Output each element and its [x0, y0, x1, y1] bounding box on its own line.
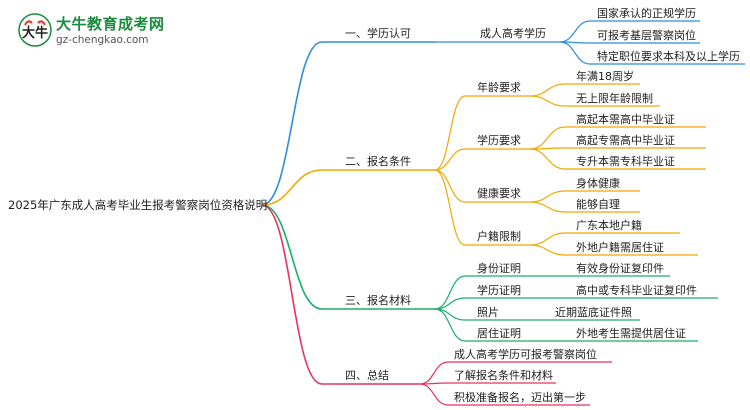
leaf-healthy: 身体健康: [576, 177, 620, 190]
group-photo: 照片: [477, 306, 499, 319]
branch-academic-recognition: 一、学历认可: [345, 27, 411, 40]
leaf-diploma-copy: 高中或专科毕业证复印件: [576, 284, 697, 297]
group-degree-proof: 学历证明: [477, 284, 521, 297]
brand-title: 大牛教育成考网: [56, 15, 165, 33]
connector-group-b3-1: [434, 275, 466, 310]
connector-leaf-b2-2-3: [529, 148, 566, 170]
connector-leaf-b2-4-2: [529, 244, 566, 256]
connector-group-b2-3: [434, 169, 466, 203]
leaf-self-care: 能够自理: [576, 198, 620, 211]
connector-root-branch-2: [261, 169, 323, 206]
connector-leaf-b4-1: [419, 361, 449, 385]
connector-group-b2-2: [434, 148, 466, 171]
connector-leaf-b1-3: [559, 41, 591, 65]
leaf-age-18: 年满18周岁: [576, 70, 634, 83]
brand-logo: 大牛 大牛教育成考网 gz-chengkao.com: [18, 13, 203, 53]
leaf-grassroots-police: 可报考基层警察岗位: [597, 29, 696, 42]
mindmap-root: 2025年广东成人高考毕业生报考警察岗位资格说明: [8, 198, 268, 212]
connector-leaf-b2-2-1: [529, 126, 566, 150]
branch-materials: 三、报名材料: [345, 294, 411, 307]
connector-group-b2-1: [434, 95, 466, 171]
connector-leaf-b2-1-2: [529, 95, 566, 107]
leaf-residence-permit: 外地户籍需居住证: [576, 241, 664, 254]
leaf-blue-photo: 近期蓝底证件照: [555, 306, 632, 319]
connector-group-b3-4: [434, 308, 466, 342]
connector-root-branch-4: [261, 204, 323, 385]
connector-leaf-b2-4-1: [529, 232, 566, 246]
leaf-summary-eligible: 成人高考学历可报考警察岗位: [454, 348, 597, 361]
leaf-bachelor-required: 特定职位要求本科及以上学历: [597, 50, 740, 63]
group-identity-proof: 身份证明: [477, 262, 521, 275]
group-health: 健康要求: [477, 187, 521, 200]
group-adult-exam-degree: 成人高考学历: [480, 27, 546, 40]
leaf-id-copy: 有效身份证复印件: [576, 262, 664, 275]
leaf-summary-understand: 了解报名条件和材料: [454, 369, 553, 382]
connector-root-branch-3: [261, 204, 323, 310]
leaf-gqz-highschool: 高起专需高中毕业证: [576, 134, 675, 147]
leaf-gqb-highschool: 高起本需高中毕业证: [576, 113, 675, 126]
group-age: 年龄要求: [477, 81, 521, 94]
group-education: 学历要求: [477, 134, 521, 147]
group-residence-proof: 居住证明: [477, 327, 521, 340]
leaf-zsb-college: 专升本需专科毕业证: [576, 155, 675, 168]
branch-summary: 四、总结: [345, 369, 389, 382]
branch-eligibility: 二、报名条件: [345, 155, 411, 168]
connector-root-branch-1: [261, 41, 323, 206]
leaf-provide-residence: 外地考生需提供居住证: [576, 327, 686, 340]
leaf-no-age-limit: 无上限年龄限制: [576, 92, 653, 105]
leaf-local-hukou: 广东本地户籍: [576, 219, 642, 232]
brand-url: gz-chengkao.com: [56, 34, 149, 46]
connector-leaf-b4-3: [419, 383, 449, 406]
connector-leaf-b2-3-2: [529, 201, 566, 213]
leaf-summary-prepare: 积极准备报名，迈出第一步: [454, 391, 586, 404]
connector-leaf-b2-1-1: [529, 83, 566, 97]
bull-logo-icon: 大牛: [18, 13, 52, 47]
connector-leaf-b2-3-1: [529, 190, 566, 203]
svg-text:大牛: 大牛: [22, 25, 48, 41]
group-household: 户籍限制: [477, 230, 521, 243]
connector-group-b2-4: [434, 169, 466, 246]
connector-leaf-b1-1: [559, 20, 591, 43]
leaf-recognized-degree: 国家承认的正规学历: [597, 7, 696, 20]
